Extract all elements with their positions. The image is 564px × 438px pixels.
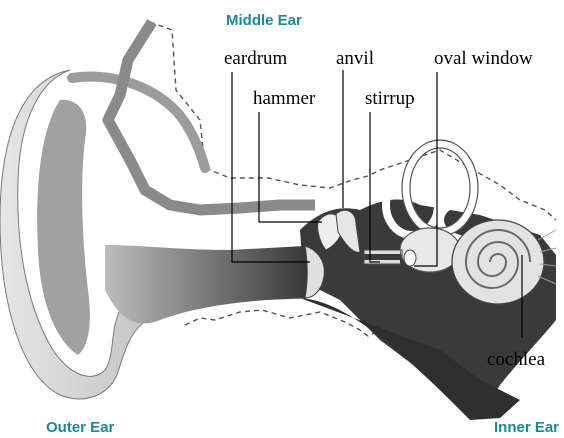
- stirrup-label: stirrup: [365, 88, 415, 109]
- inner-ear-label: Inner Ear: [494, 419, 559, 436]
- pinna-inner-fold: [37, 100, 90, 355]
- oval-window-label: oval window: [434, 48, 533, 69]
- hammer-label: hammer: [253, 88, 316, 109]
- pinna-rim: [72, 77, 205, 168]
- eardrum-label: eardrum: [224, 48, 288, 69]
- outer-ear-label: Outer Ear: [46, 419, 115, 436]
- anvil-label: anvil: [336, 48, 374, 69]
- oval-window-membrane: [404, 250, 416, 266]
- cochlea-label: cochlea: [487, 349, 546, 370]
- middle-ear-label: Middle Ear: [226, 12, 302, 29]
- ear-canal: [105, 245, 305, 323]
